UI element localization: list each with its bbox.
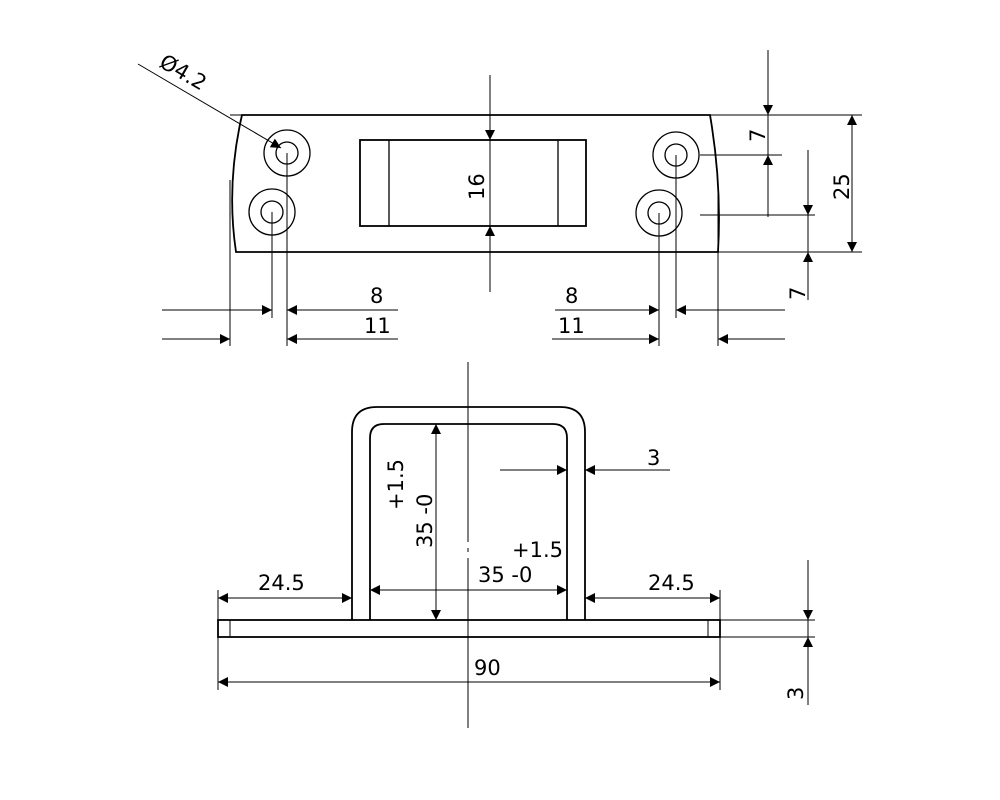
height-tolerance-label: +1.5	[384, 459, 408, 510]
hole-diameter-label: Ø4.2	[156, 50, 211, 96]
width-value-label: 35 -0	[478, 563, 532, 587]
right-offset-outer-label: 11	[558, 314, 585, 338]
flange-left-label: 24.5	[258, 571, 305, 595]
right-offset-inner-label: 8	[565, 284, 578, 308]
slot-outline	[359, 139, 587, 227]
left-offset-inner-label: 8	[370, 284, 383, 308]
flange-right-label: 24.5	[648, 571, 695, 595]
height-value-label: 35 -0	[413, 494, 437, 548]
slot-height-label: 16	[465, 173, 489, 200]
plate-width-label: 25	[830, 173, 854, 200]
front-view: 3 +1.5 35 -0 +1.5 35 -0 24.5 24.5 90	[217, 362, 815, 728]
base-plate	[217, 619, 721, 638]
diameter-leader	[137, 63, 282, 149]
top-view: Ø4.2 16 7 25 7 8	[137, 50, 862, 346]
bottom-hole-offset-label: 7	[786, 287, 810, 300]
overall-length-label: 90	[474, 656, 501, 680]
plate-thickness-label: 3	[784, 687, 808, 700]
bracket-outer	[351, 406, 586, 620]
bracket-inner	[369, 423, 568, 620]
width-tolerance-label: +1.5	[512, 538, 563, 562]
left-offset-outer-label: 11	[364, 314, 391, 338]
material-thickness-label: 3	[647, 446, 660, 470]
top-hole-offset-label: 7	[746, 129, 770, 142]
